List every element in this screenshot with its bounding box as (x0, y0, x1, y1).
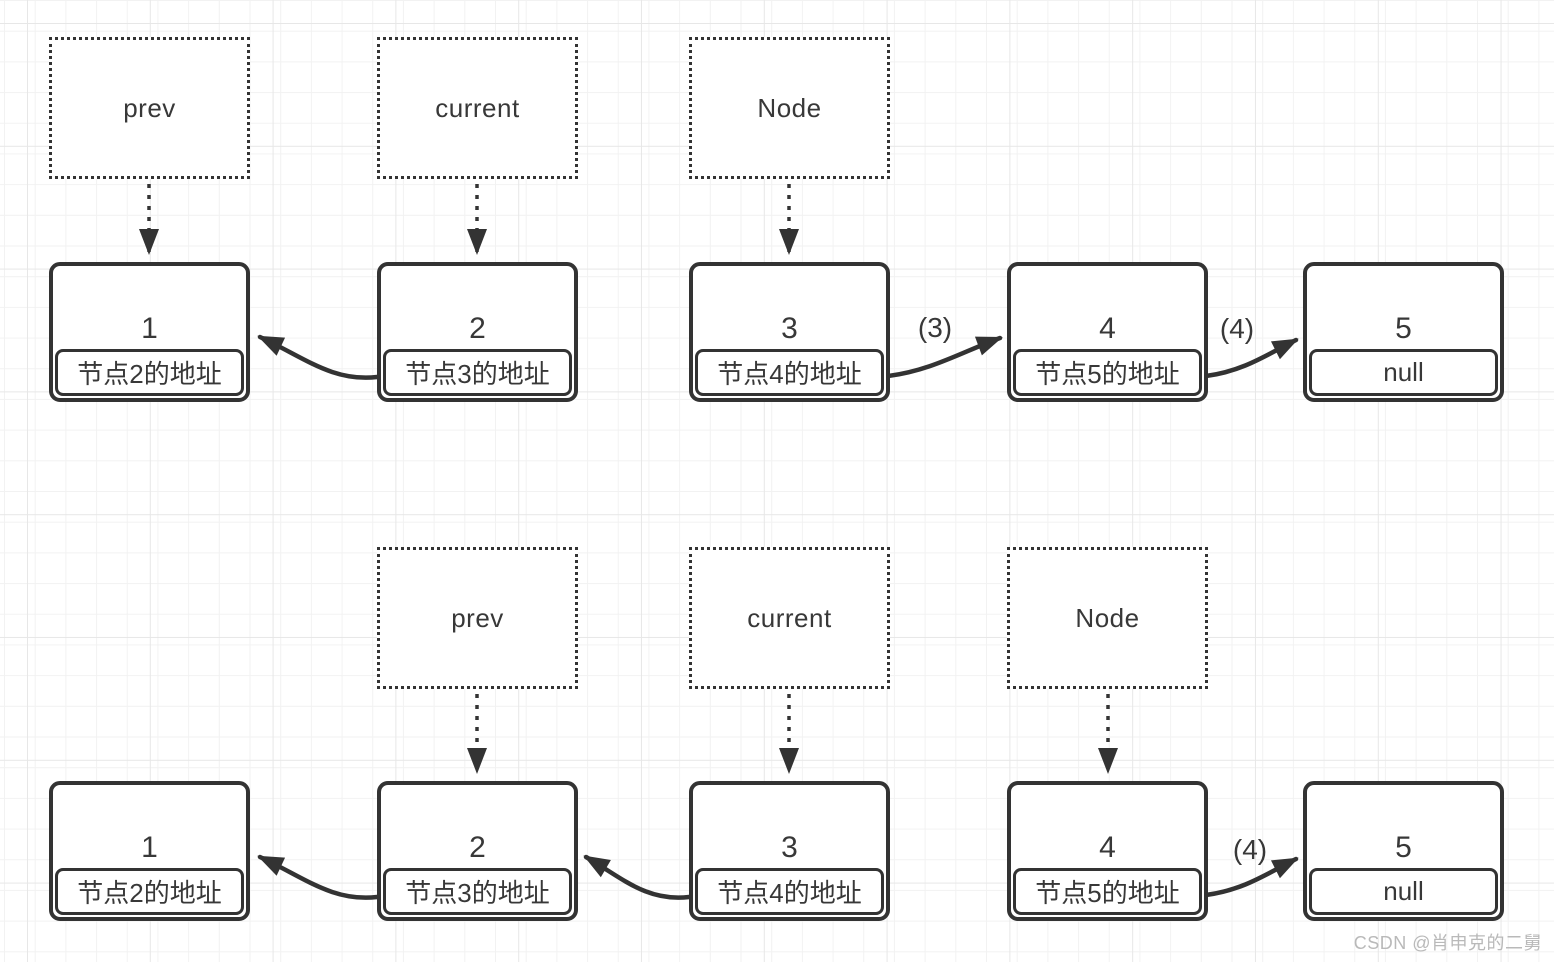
pointer-label: Node (1075, 602, 1140, 633)
node-next-pointer: null (1309, 868, 1498, 915)
node-next-pointer: 节点4的地址 (695, 349, 884, 396)
linked-list-node-5: 5 null (1303, 262, 1504, 402)
linked-list-node-2: 2 节点3的地址 (377, 262, 578, 402)
pointer-label: current (435, 92, 520, 123)
linked-list-node-5b: 5 null (1303, 781, 1504, 921)
node-next-pointer: 节点3的地址 (383, 349, 572, 396)
pointer-box-node-b: Node (1007, 547, 1208, 689)
node-next-pointer: 节点3的地址 (383, 868, 572, 915)
pointer-label: current (747, 602, 832, 633)
edge-label-4: (4) (1219, 313, 1255, 344)
pointer-label: Node (757, 92, 822, 123)
pointer-box-node: Node (689, 37, 890, 179)
node-value: 2 (469, 831, 486, 864)
node-value: 5 (1395, 312, 1412, 345)
linked-list-node-4b: 4 节点5的地址 (1007, 781, 1208, 921)
edge-label-3: (3) (917, 312, 953, 343)
pointer-label: prev (451, 602, 504, 633)
node-next-pointer: null (1309, 349, 1498, 396)
node-next-pointer: 节点5的地址 (1013, 868, 1202, 915)
arrow-node2-to-node1-b (257, 854, 380, 900)
node-next-pointer: 节点2的地址 (55, 349, 244, 396)
watermark: CSDN @肖申克的二舅 (1353, 933, 1542, 953)
linked-list-node-3: 3 节点4的地址 (689, 262, 890, 402)
node-value: 5 (1395, 831, 1412, 864)
linked-list-node-1: 1 节点2的地址 (49, 262, 250, 402)
pointer-box-prev-b: prev (377, 547, 578, 689)
node-value: 3 (781, 312, 798, 345)
node-value: 2 (469, 312, 486, 345)
pointer-label: prev (123, 92, 176, 123)
node-value: 4 (1099, 831, 1116, 864)
linked-list-node-2b: 2 节点3的地址 (377, 781, 578, 921)
edge-label-4b: (4) (1232, 834, 1268, 865)
node-value: 3 (781, 831, 798, 864)
node-value: 1 (141, 831, 158, 864)
pointer-box-prev: prev (49, 37, 250, 179)
node-value: 4 (1099, 312, 1116, 345)
pointer-box-current: current (377, 37, 578, 179)
linked-list-node-3b: 3 节点4的地址 (689, 781, 890, 921)
arrow-node2-to-node1 (257, 334, 380, 380)
linked-list-node-4: 4 节点5的地址 (1007, 262, 1208, 402)
pointer-box-current-b: current (689, 547, 890, 689)
node-value: 1 (141, 312, 158, 345)
node-next-pointer: 节点5的地址 (1013, 349, 1202, 396)
node-next-pointer: 节点2的地址 (55, 868, 244, 915)
linked-list-node-1b: 1 节点2的地址 (49, 781, 250, 921)
arrow-node3-to-node2-b (583, 854, 692, 900)
node-next-pointer: 节点4的地址 (695, 868, 884, 915)
